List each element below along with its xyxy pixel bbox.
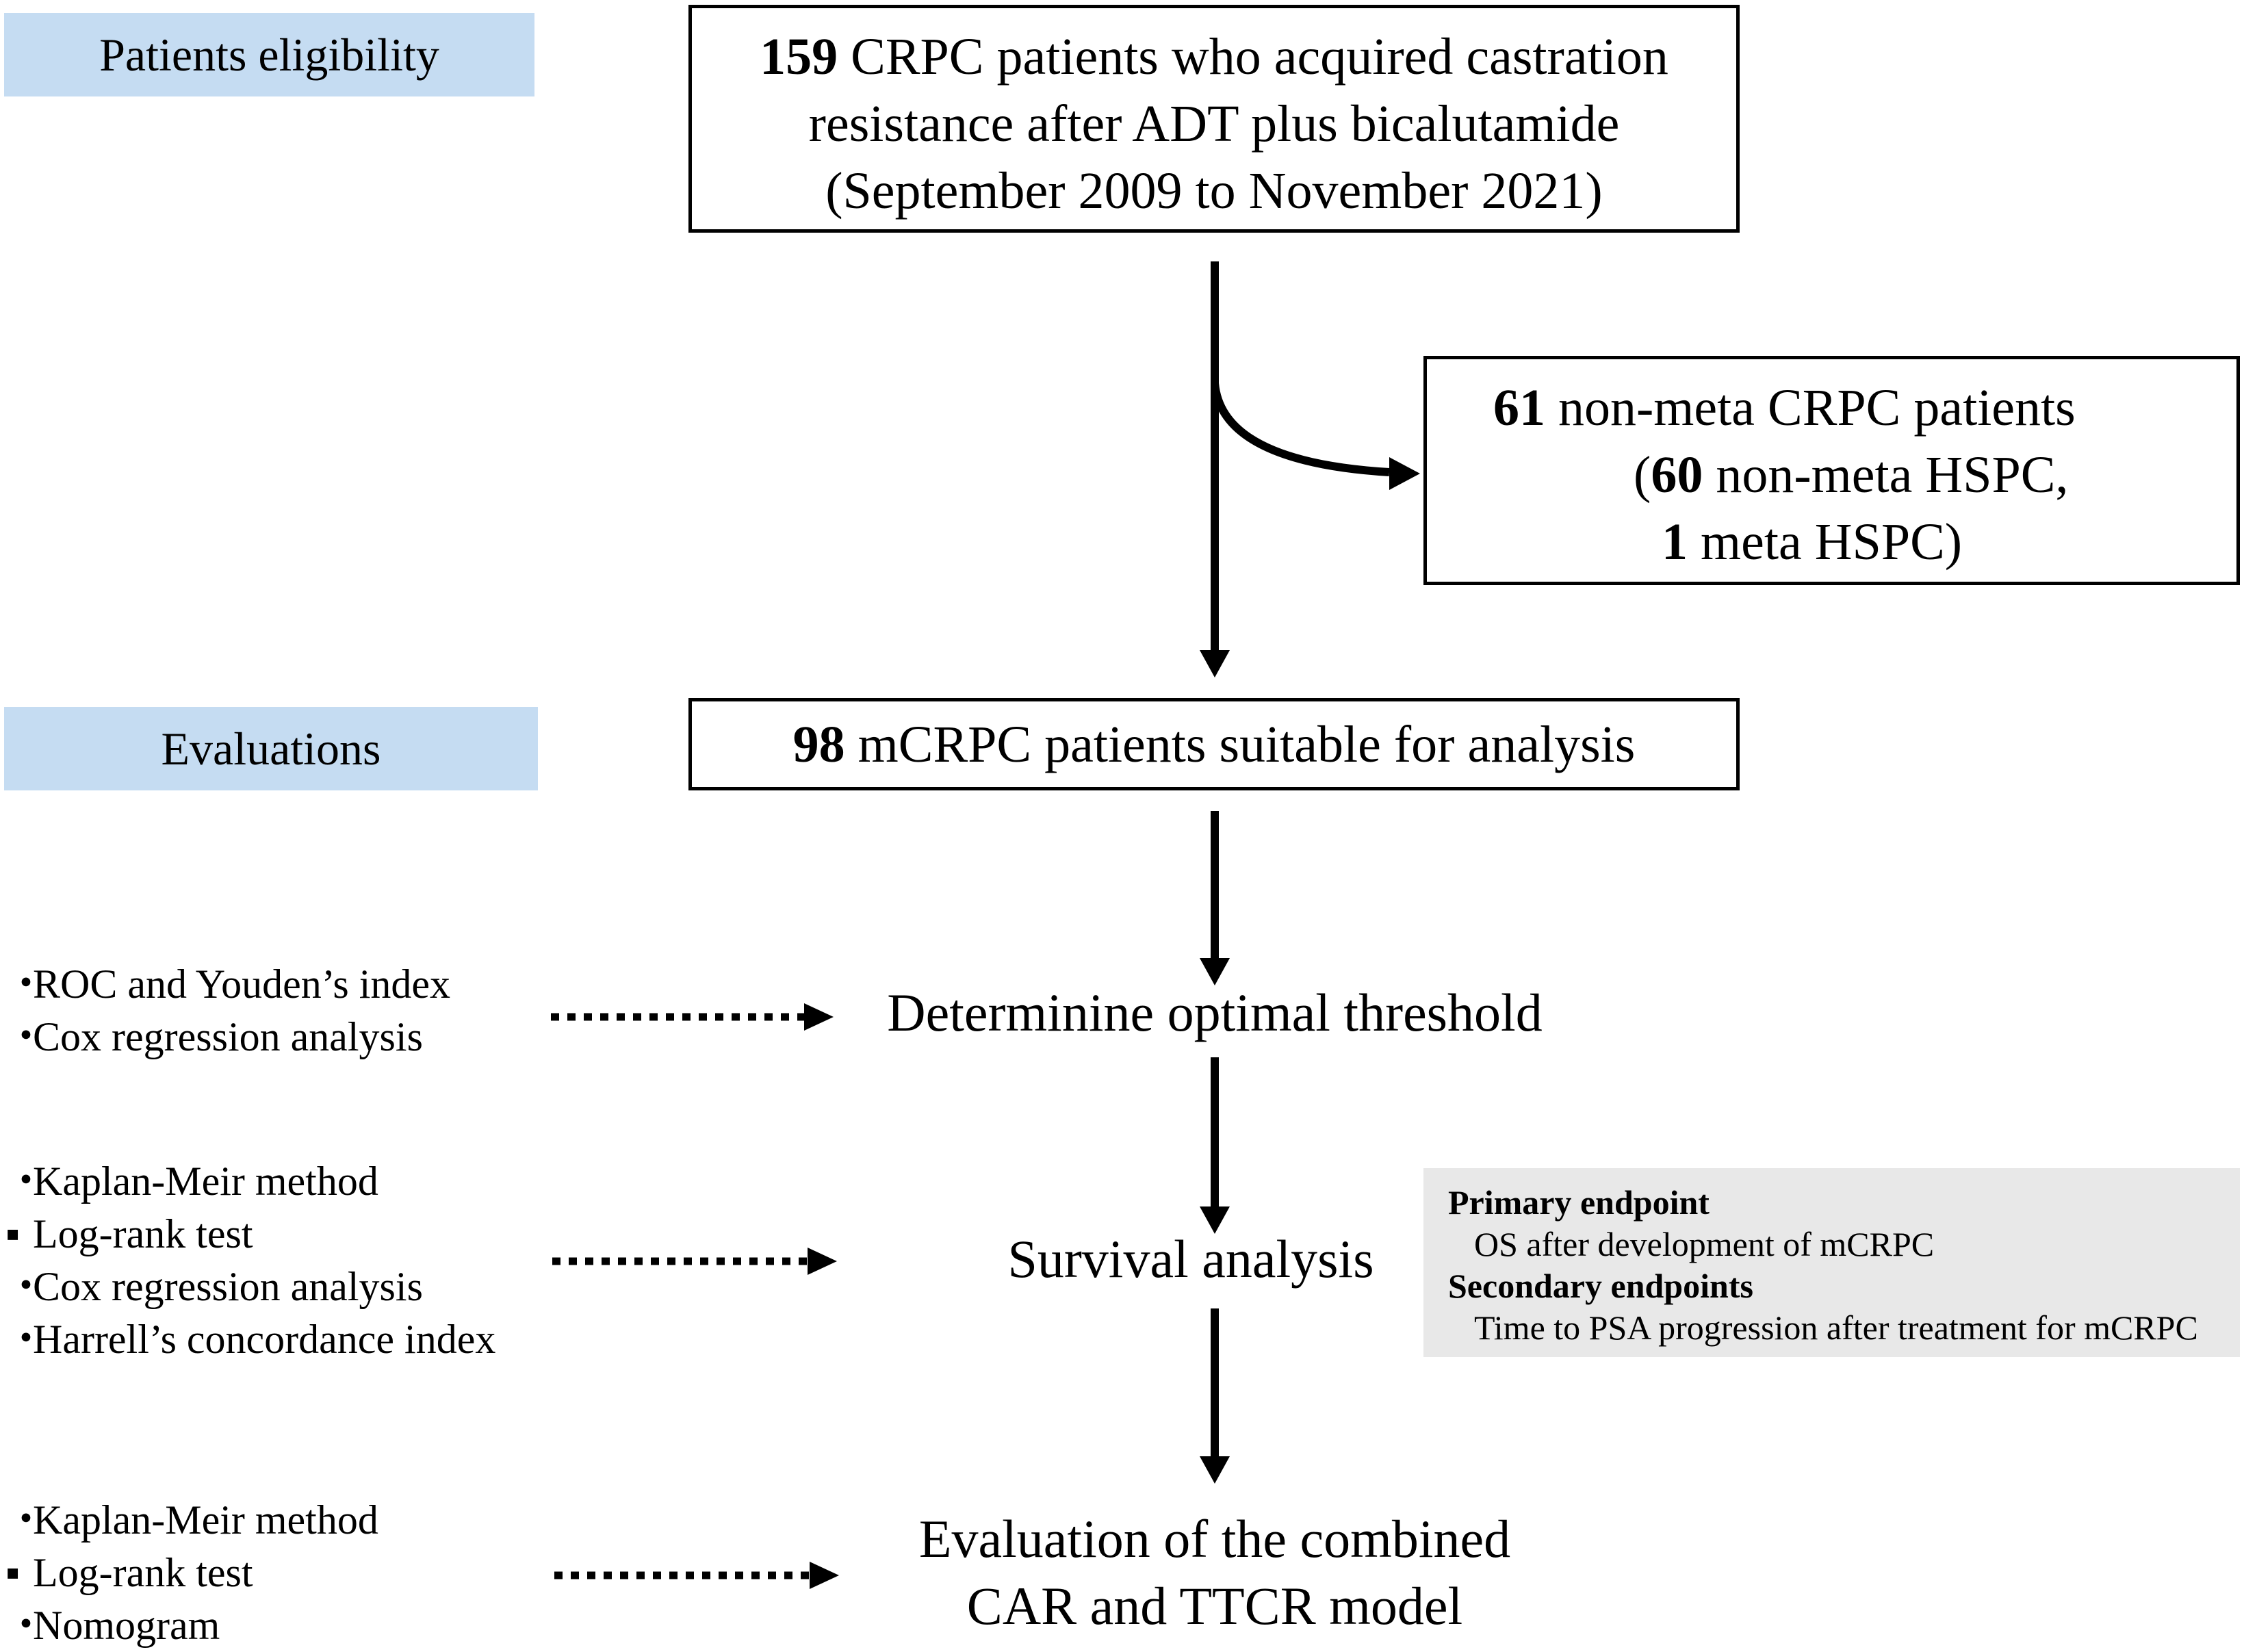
excluded-line1-rest: non-meta CRPC patients [1545,379,2076,437]
primary-endpoint-heading: Primary endpoint [1448,1183,1710,1222]
excluded-nonmeta-count: 60 [1651,446,1703,504]
step-threshold: Determinine optimal threshold [887,983,1543,1042]
box-analyzed: 98 mCRPC patients suitable for analysis [688,698,1740,790]
bullet: ・ [5,1317,47,1362]
bullet: ・ [5,961,47,1007]
analyzed-rest: mCRPC patients suitable for analysis [844,715,1636,773]
method-text: Cox regression analysis [33,1264,423,1309]
excluded-line3-rest: meta HSPC) [1688,513,1963,571]
box-initial-cohort: 159 CRPC patients who acquired castratio… [688,5,1740,233]
excluded-meta-count: 1 [1662,513,1688,571]
dotted-arrowhead-combined [810,1562,839,1589]
arrowhead-survival [1200,1206,1230,1234]
box-excluded: 61 non-meta CRPC patients (60 non-meta H… [1423,356,2240,585]
method-text: Log-rank test [33,1211,253,1256]
excluded-line2-rest: non-meta HSPC, [1703,446,2069,504]
method-text: Kaplan-Meir method [33,1497,378,1543]
method-text: Cox regression analysis [33,1014,423,1059]
excluded-line2: (60 non-meta HSPC, [1634,441,2068,508]
method-item: ▪ Log-rank test [5,1547,378,1599]
label-evaluations: Evaluations [4,707,538,790]
label-patients-eligibility-text: Patients eligibility [99,28,439,81]
method-item: ・Nomogram [5,1599,378,1652]
method-text: Harrell’s concordance index [33,1317,496,1362]
secondary-endpoint-value: Time to PSA progression after treatment … [1474,1308,2198,1347]
methods-survival: ・Kaplan-Meir method ▪Log-rank test ・Cox … [5,1155,495,1366]
initial-line1-rest: CRPC patients who acquired castration [838,28,1668,86]
method-item: ▪ Log-rank test [5,1208,495,1261]
method-text: Log-rank test [33,1550,253,1595]
method-item: ・Kaplan-Meir method [5,1494,378,1547]
arrowhead-combined [1200,1456,1230,1484]
arrowhead-excluded [1389,457,1420,490]
method-item: ・Cox regression analysis [5,1261,495,1313]
label-patients-eligibility: Patients eligibility [4,13,534,96]
endpoints-box: Primary endpoint OS after development of… [1423,1168,2240,1357]
analyzed-line: 98 mCRPC patients suitable for analysis [793,711,1636,778]
primary-endpoint-value: OS after development of mCRPC [1474,1225,1935,1263]
initial-line1: 159 CRPC patients who acquired castratio… [692,23,1736,90]
step-combined: Evaluation of the combined CAR and TTCR … [876,1506,1553,1640]
bullet: ・ [5,1264,47,1309]
bullet: ▪ [5,1550,21,1595]
methods-threshold: ・ROC and Youden’s index ・Cox regression … [5,958,450,1063]
label-evaluations-text: Evaluations [161,722,381,775]
method-text: Kaplan-Meir method [33,1159,378,1204]
bullet: ・ [5,1497,47,1543]
initial-line2: resistance after ADT plus bicalutamide [808,95,1620,153]
arrowhead-threshold [1200,958,1230,985]
bullet: ▪ [5,1211,21,1256]
initial-count: 159 [760,28,838,86]
bullet: ・ [5,1014,47,1059]
excluded-count: 61 [1493,379,1545,437]
initial-line3: (September 2009 to November 2021) [825,162,1603,220]
method-item: ・ROC and Youden’s index [5,958,450,1011]
method-item: ・Harrell’s concordance index [5,1313,495,1366]
method-text: ROC and Youden’s index [33,961,451,1007]
step-survival: Survival analysis [1007,1229,1374,1289]
step-combined-line1: Evaluation of the combined [918,1509,1511,1569]
dotted-arrowhead-threshold [804,1003,834,1031]
arrow-branch-excluded [1211,383,1390,476]
bullet: ・ [5,1159,47,1204]
bullet: ・ [5,1603,47,1648]
excluded-line3: 1 meta HSPC) [1662,508,1962,576]
dotted-arrowhead-survival [808,1248,837,1275]
excluded-line1: 61 non-meta CRPC patients [1493,374,2076,441]
step-combined-line2: CAR and TTCR model [966,1576,1463,1636]
method-item: ・Cox regression analysis [5,1011,450,1063]
analyzed-count: 98 [792,715,845,773]
arrowhead-analyzed [1200,650,1230,677]
method-item: ・Kaplan-Meir method [5,1155,495,1208]
excluded-line2-open: ( [1634,446,1651,504]
method-text: Nomogram [33,1603,220,1648]
secondary-endpoint-heading: Secondary endpoints [1448,1267,1753,1305]
methods-combined: ・Kaplan-Meir method ▪Log-rank test ・Nomo… [5,1494,378,1652]
